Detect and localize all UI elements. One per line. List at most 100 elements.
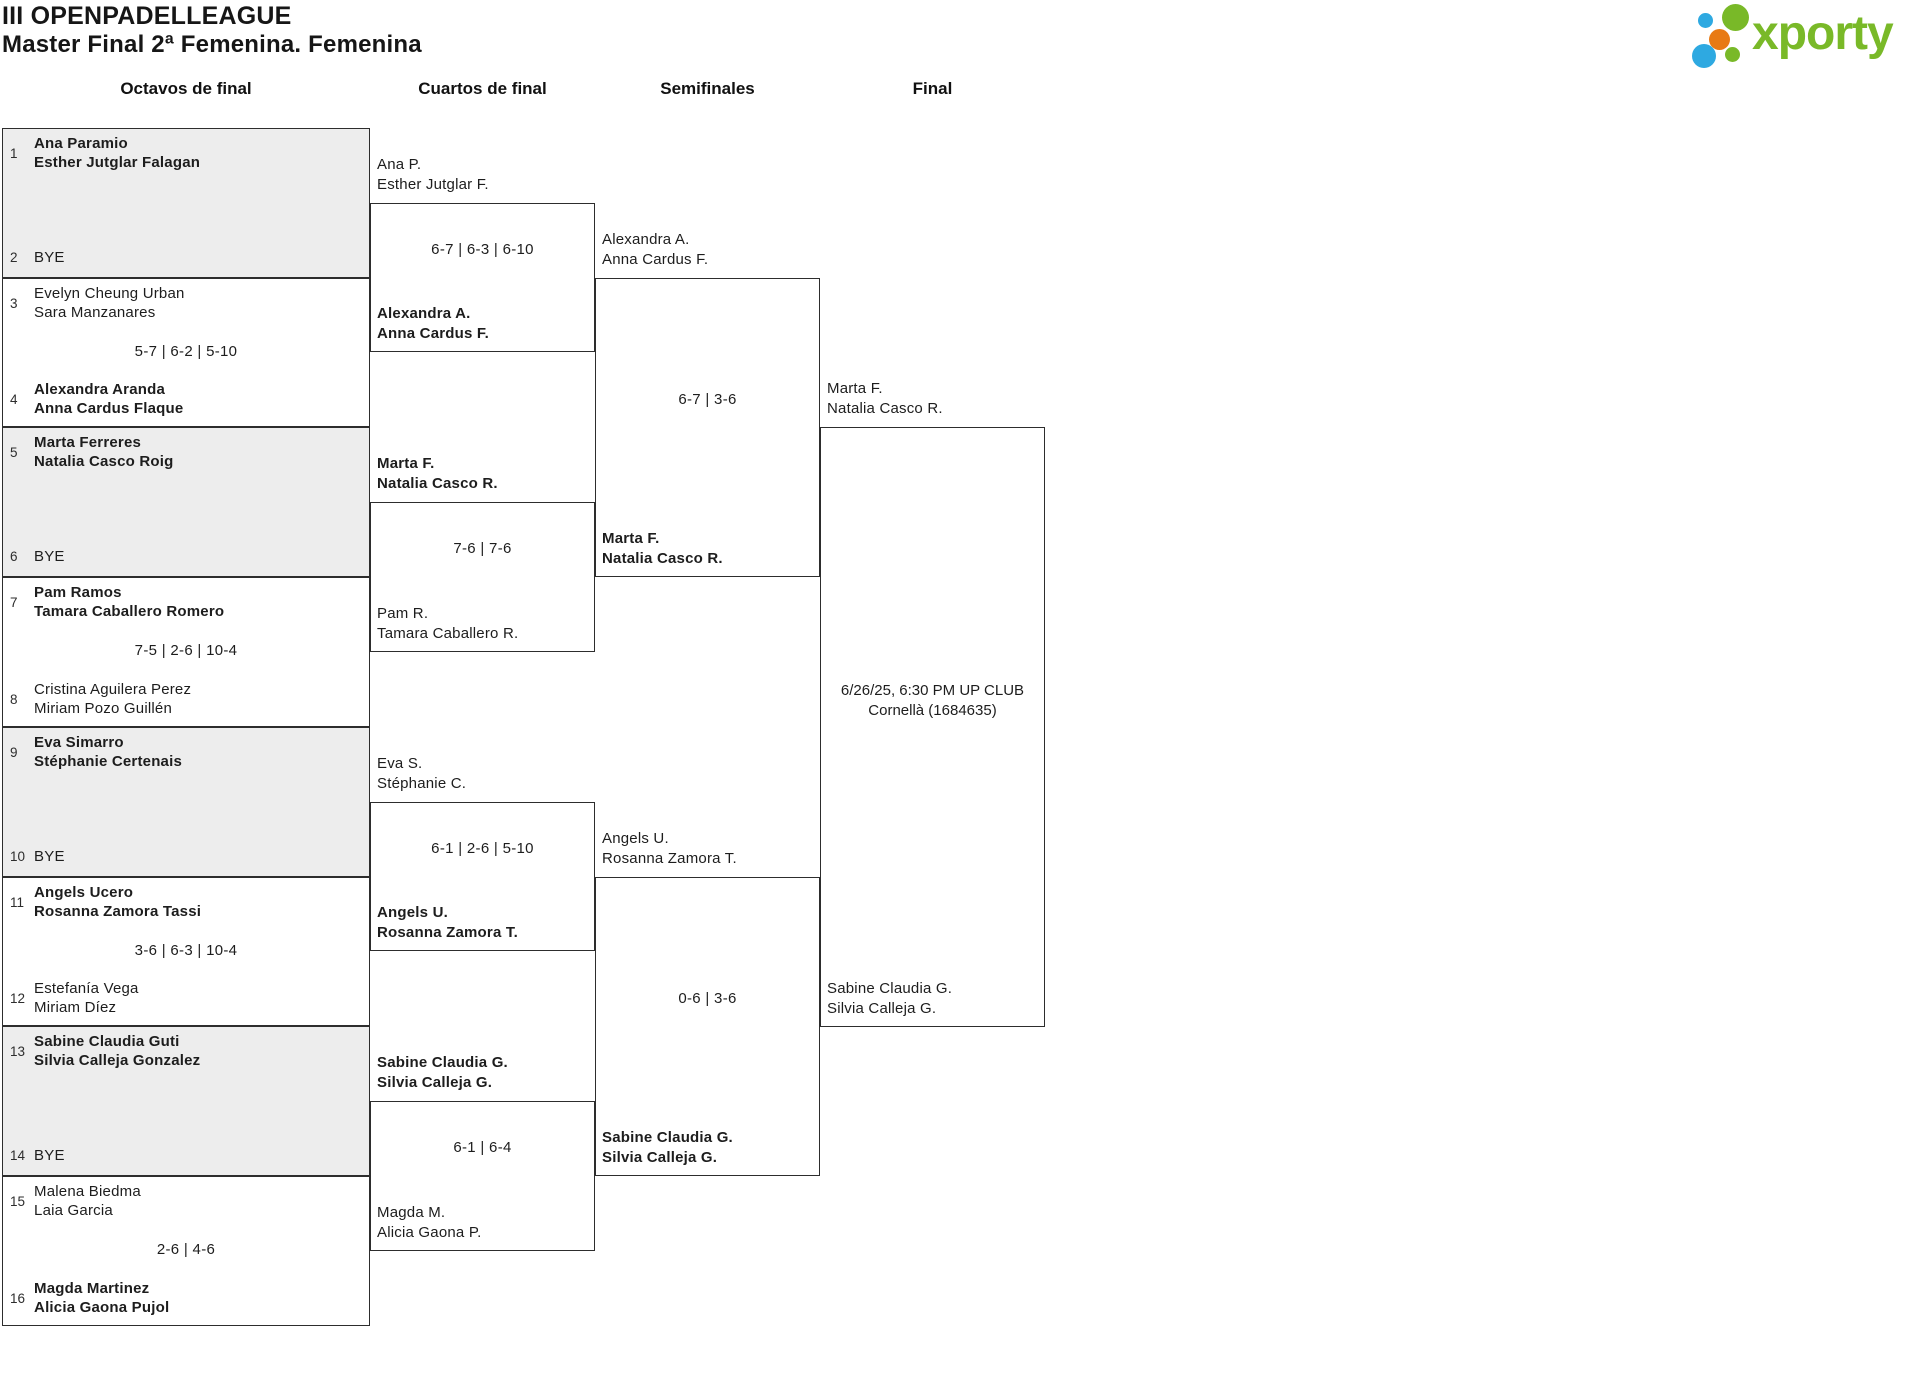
- player-name: Alicia Gaona Pujol: [34, 1299, 170, 1316]
- logo-dot-icon: [1698, 13, 1713, 28]
- team-names: Pam Ramos Tamara Caballero Romero: [34, 583, 224, 621]
- final-match-box: 6/26/25, 6:30 PM UP CLUB Cornellà (16846…: [820, 427, 1045, 1027]
- r16-match-box-7: 13 Sabine Claudia Guti Silvia Calleja Go…: [2, 1026, 370, 1176]
- r16-match-box-2: 3 Evelyn Cheung Urban Sara Manzanares 5-…: [2, 278, 370, 427]
- qf-match-box-4: 6-1 | 6-4: [370, 1101, 595, 1251]
- team-entry: 2 BYE: [10, 248, 65, 267]
- match-score: 7-6 | 7-6: [453, 540, 512, 557]
- seed-number: 7: [10, 594, 18, 610]
- player-name: Estefanía Vega: [34, 980, 139, 997]
- player-name: Alicia Gaona P.: [377, 1224, 482, 1241]
- match-score: 6-1 | 6-4: [453, 1139, 512, 1156]
- seed-number: 16: [10, 1290, 26, 1306]
- bye-label: BYE: [34, 1147, 65, 1164]
- r16-match-box-6: 11 Angels Ucero Rosanna Zamora Tassi 3-6…: [2, 877, 370, 1026]
- logo-dot-icon: [1722, 4, 1749, 31]
- seed-number: 3: [10, 295, 18, 311]
- team-entry: 15 Malena Biedma Laia Garcia: [10, 1182, 141, 1220]
- player-name: Tamara Caballero Romero: [34, 603, 225, 620]
- r16-match-box-3: 5 Marta Ferreres Natalia Casco Roig 6 BY…: [2, 427, 370, 577]
- player-name: Eva Simarro: [34, 734, 124, 751]
- team-entry: 10 BYE: [10, 847, 65, 866]
- column-header-cuartos: Cuartos de final: [418, 79, 547, 98]
- player-name: Laia Garcia: [34, 1202, 113, 1219]
- r16-match-box-8: 15 Malena Biedma Laia Garcia 2-6 | 4-6 1…: [2, 1176, 370, 1326]
- team-entry: 1 Ana Paramio Esther Jutglar Falagan: [10, 134, 200, 172]
- r16-match-box-1: 1 Ana Paramio Esther Jutglar Falagan 2 B…: [2, 128, 370, 278]
- team-names: BYE: [34, 1146, 65, 1165]
- seed-number: 4: [10, 391, 18, 407]
- team-entry: 5 Marta Ferreres Natalia Casco Roig: [10, 433, 173, 471]
- player-name: Angels U.: [602, 830, 669, 847]
- player-name: Miriam Pozo Guillén: [34, 700, 173, 717]
- team-names: Evelyn Cheung Urban Sara Manzanares: [34, 284, 185, 322]
- player-name: Ana Paramio: [34, 135, 128, 152]
- match-score: 2-6 | 4-6: [156, 1241, 216, 1258]
- seed-number: 5: [10, 444, 18, 460]
- team-label: Marta F. Natalia Casco R.: [377, 454, 498, 494]
- logo-wordmark: xporty: [1752, 7, 1894, 60]
- player-name: Tamara Caballero R.: [377, 625, 519, 642]
- sf-match-box-2: 0-6 | 3-6: [595, 877, 820, 1176]
- player-name: Natalia Casco R.: [827, 400, 943, 417]
- team-names: Ana Paramio Esther Jutglar Falagan: [34, 134, 200, 172]
- team-names: Marta Ferreres Natalia Casco Roig: [34, 433, 173, 471]
- seed-number: 14: [10, 1148, 26, 1163]
- team-entry: 6 BYE: [10, 547, 65, 566]
- match-score: 7-5 | 2-6 | 10-4: [134, 642, 238, 659]
- bye-label: BYE: [34, 548, 65, 565]
- team-names: Eva Simarro Stéphanie Certenais: [34, 733, 182, 771]
- team-label: Sabine Claudia G. Silvia Calleja G.: [377, 1053, 508, 1093]
- player-name: Anna Cardus F.: [602, 251, 709, 268]
- player-name: Miriam Díez: [34, 999, 117, 1016]
- team-label: Marta F. Natalia Casco R.: [602, 529, 723, 569]
- column-header-semifinales: Semifinales: [660, 79, 755, 98]
- sf-match-box-1: 6-7 | 3-6: [595, 278, 820, 577]
- player-name: Esther Jutglar F.: [377, 176, 489, 193]
- team-entry: 11 Angels Ucero Rosanna Zamora Tassi: [10, 883, 201, 921]
- team-label: Alexandra A. Anna Cardus F.: [377, 304, 489, 344]
- player-name: Stéphanie Certenais: [34, 753, 183, 770]
- r16-match-box-4: 7 Pam Ramos Tamara Caballero Romero 7-5 …: [2, 577, 370, 727]
- seed-number: 1: [10, 145, 18, 161]
- team-label: Marta F. Natalia Casco R.: [827, 379, 943, 419]
- team-label: Magda M. Alicia Gaona P.: [377, 1203, 481, 1243]
- player-name: Alexandra Aranda: [34, 381, 166, 398]
- match-score: 6-7 | 6-3 | 6-10: [431, 241, 534, 258]
- player-name: Silvia Calleja G.: [602, 1149, 718, 1166]
- player-name: Anna Cardus F.: [377, 325, 489, 342]
- player-name: Sabine Claudia G.: [827, 980, 953, 997]
- match-score: 5-7 | 6-2 | 5-10: [134, 342, 238, 360]
- team-entry: 14 BYE: [10, 1146, 65, 1165]
- player-name: Sabine Claudia G.: [602, 1129, 733, 1146]
- team-names: Sabine Claudia Guti Silvia Calleja Gonza…: [34, 1032, 200, 1070]
- qf-match-box-1: 6-7 | 6-3 | 6-10: [370, 203, 595, 352]
- player-name: Anna Cardus Flaque: [34, 400, 184, 417]
- qf-match-box-2: 7-6 | 7-6: [370, 502, 595, 652]
- player-name: Evelyn Cheung Urban: [34, 285, 185, 302]
- player-name: Marta F.: [377, 455, 435, 472]
- player-name: Sabine Claudia G.: [377, 1054, 508, 1071]
- bye-label: BYE: [34, 249, 65, 266]
- player-name: Esther Jutglar Falagan: [34, 154, 201, 171]
- player-name: Malena Biedma: [34, 1183, 141, 1200]
- team-names: BYE: [34, 847, 65, 866]
- player-name: Silvia Calleja Gonzalez: [34, 1052, 201, 1069]
- team-entry: 9 Eva Simarro Stéphanie Certenais: [10, 733, 182, 771]
- team-names: Malena Biedma Laia Garcia: [34, 1182, 141, 1220]
- player-name: Stéphanie C.: [377, 775, 467, 792]
- player-name: Alexandra A.: [377, 305, 471, 322]
- team-entry: 13 Sabine Claudia Guti Silvia Calleja Go…: [10, 1032, 200, 1070]
- player-name: Angels Ucero: [34, 884, 134, 901]
- player-name: Rosanna Zamora T.: [602, 850, 737, 867]
- seed-number: 13: [10, 1043, 26, 1059]
- team-label: Ana P. Esther Jutglar F.: [377, 155, 489, 195]
- r16-match-box-5: 9 Eva Simarro Stéphanie Certenais 10 BYE: [2, 727, 370, 877]
- team-names: BYE: [34, 248, 65, 267]
- team-entry: 7 Pam Ramos Tamara Caballero Romero: [10, 583, 224, 621]
- player-name: Marta F.: [827, 380, 883, 397]
- player-name: Angels U.: [377, 904, 448, 921]
- team-label: Sabine Claudia G. Silvia Calleja G.: [827, 979, 952, 1019]
- player-name: Silvia Calleja G.: [827, 1000, 937, 1017]
